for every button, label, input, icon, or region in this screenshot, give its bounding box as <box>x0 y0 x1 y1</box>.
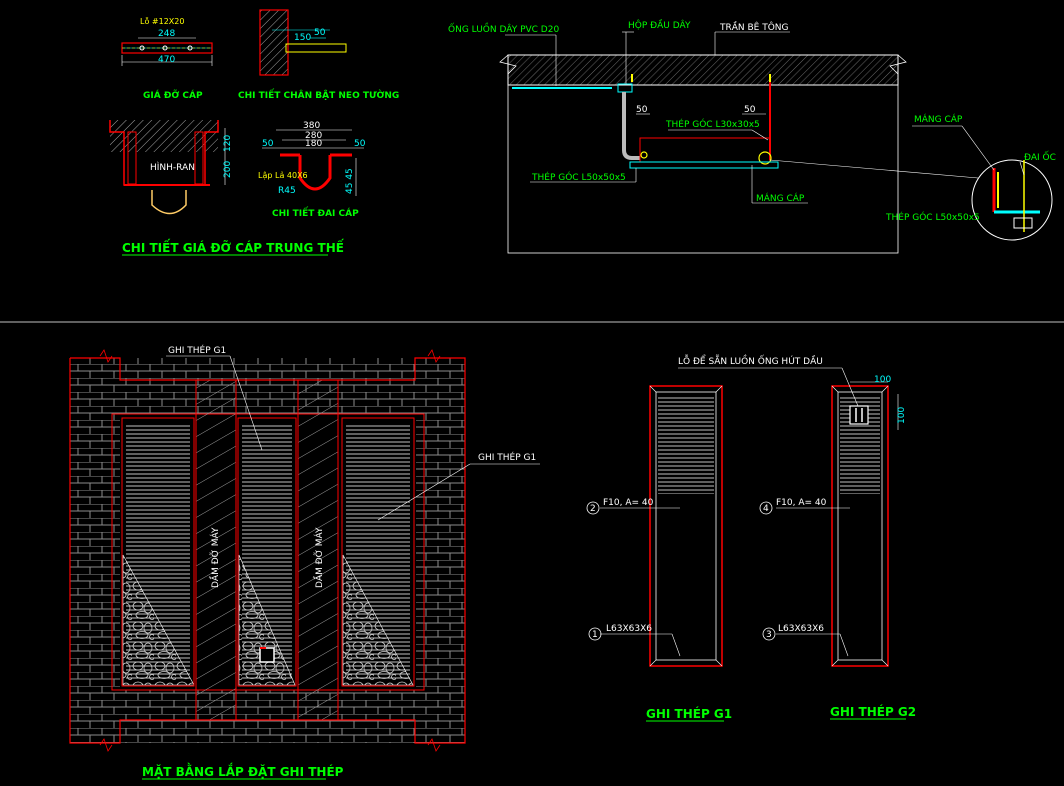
grate-label-top: GHI THÉP G1 <box>168 344 226 356</box>
clamp-radius: R45 <box>278 186 296 196</box>
top-left-title: CHI TIẾT GIÁ ĐỠ CÁP TRUNG THẾ <box>122 239 345 256</box>
pvc-label: ỐNG LUỒN DÂY PVC D20 <box>448 22 559 35</box>
dim-100-v: 100 <box>897 407 907 424</box>
cable-bracket-label: GIÁ ĐỠ CÁP <box>143 89 203 101</box>
detail-tray-label: MÁNG CÁP <box>914 113 963 125</box>
clamp-dim-380: 380 <box>303 121 320 131</box>
clamp-dim-45: 45 45 <box>345 168 355 194</box>
g1-bar-label: F10, A= 40 <box>603 498 654 508</box>
clamp-detail-label: CHI TIẾT ĐAI CÁP <box>272 206 359 219</box>
clamp-dim-280: 280 <box>305 131 322 141</box>
dim-200: 200 <box>223 161 233 178</box>
g2-bar-label: F10, A= 40 <box>776 498 827 508</box>
cable-bracket-detail: Lỗ #12X20 248 470 GIÁ ĐỠ CÁP <box>121 16 213 101</box>
detail-nut-label: ĐAI ỐC <box>1024 150 1056 163</box>
grate-g1: F10, A= 40 2 L63X63X6 1 GHI THÉP G1 <box>586 385 732 722</box>
dim-50-left: 50 <box>636 105 648 115</box>
dim-120: 120 <box>223 135 233 152</box>
section-title-plan: MẶT BẰNG LẮP ĐẶT GHI THÉP <box>142 763 344 779</box>
g2-angle-num: 3 <box>766 630 772 640</box>
hole-label: LỖ ĐỂ SẴN LUỒN ỐNG HÚT DẦU <box>678 354 823 367</box>
clamp-dim-50-r: 50 <box>354 139 366 149</box>
anchor-detail: 150 50 CHI TIẾT CHÂN BẬT NEO TƯỜNG <box>238 9 399 101</box>
detail-angle-label: THÉP GÓC L50x50x5 <box>885 211 980 223</box>
clamp-dim-180: 180 <box>305 139 322 149</box>
bracket-section: HÌNH-RAN 120 200 <box>109 120 233 215</box>
dim-470: 470 <box>158 55 175 65</box>
anchor-detail-label: CHI TIẾT CHÂN BẬT NEO TƯỜNG <box>238 88 399 101</box>
clamp-detail: 380 280 180 50 50 45 45 Lập Lả 40X6 R45 … <box>258 121 366 219</box>
dim-150: 150 <box>294 33 311 43</box>
g2-bar-num: 4 <box>763 504 769 514</box>
dim-50-right: 50 <box>744 105 756 115</box>
beam-label-1: DẦM ĐỠ MÁY <box>208 527 221 588</box>
box-label: HỘP ĐẦU DÂY <box>628 18 691 31</box>
angle-big-label: THÉP GÓC L50x50x5 <box>531 171 626 183</box>
g1-bar-num: 2 <box>590 504 596 514</box>
grate-plan: GHI THÉP G1 GHI THÉP G1 DẦM ĐỠ MÁY DẦM Đ… <box>69 344 540 780</box>
grate-g2: LỖ ĐỂ SẴN LUỒN ỐNG HÚT DẦU 100 100 F10, … <box>678 354 916 720</box>
dim-50-a: 50 <box>314 28 326 38</box>
hole-label: Lỗ #12X20 <box>140 16 184 26</box>
dim-100-h: 100 <box>874 375 891 385</box>
ceiling-section: ỐNG LUỒN DÂY PVC D20 HỘP ĐẦU DÂY TRẦN BÊ… <box>448 18 1056 254</box>
dim-248: 248 <box>158 29 175 39</box>
hinh-label: HÌNH-RAN <box>150 161 195 173</box>
g1-angle-label: L63X63X6 <box>606 624 652 634</box>
ceiling-label: TRẦN BÊ TÔNG <box>719 20 789 33</box>
beam-label-2: DẦM ĐỠ MÁY <box>312 527 325 588</box>
tray-label: MÁNG CÁP <box>756 192 805 204</box>
clamp-bolt: Lập Lả 40X6 <box>258 170 308 181</box>
g1-title: GHI THÉP G1 <box>646 706 732 721</box>
clamp-dim-50-l: 50 <box>262 139 274 149</box>
g2-angle-label: L63X63X6 <box>778 624 824 634</box>
section-title-bracket: CHI TIẾT GIÁ ĐỠ CÁP TRUNG THẾ <box>122 239 345 255</box>
g2-title: GHI THÉP G2 <box>830 704 916 719</box>
g1-angle-num: 1 <box>592 630 598 640</box>
grate-label-right: GHI THÉP G1 <box>478 451 536 463</box>
angle-small-label: THÉP GÓC L30x30x5 <box>665 118 760 130</box>
